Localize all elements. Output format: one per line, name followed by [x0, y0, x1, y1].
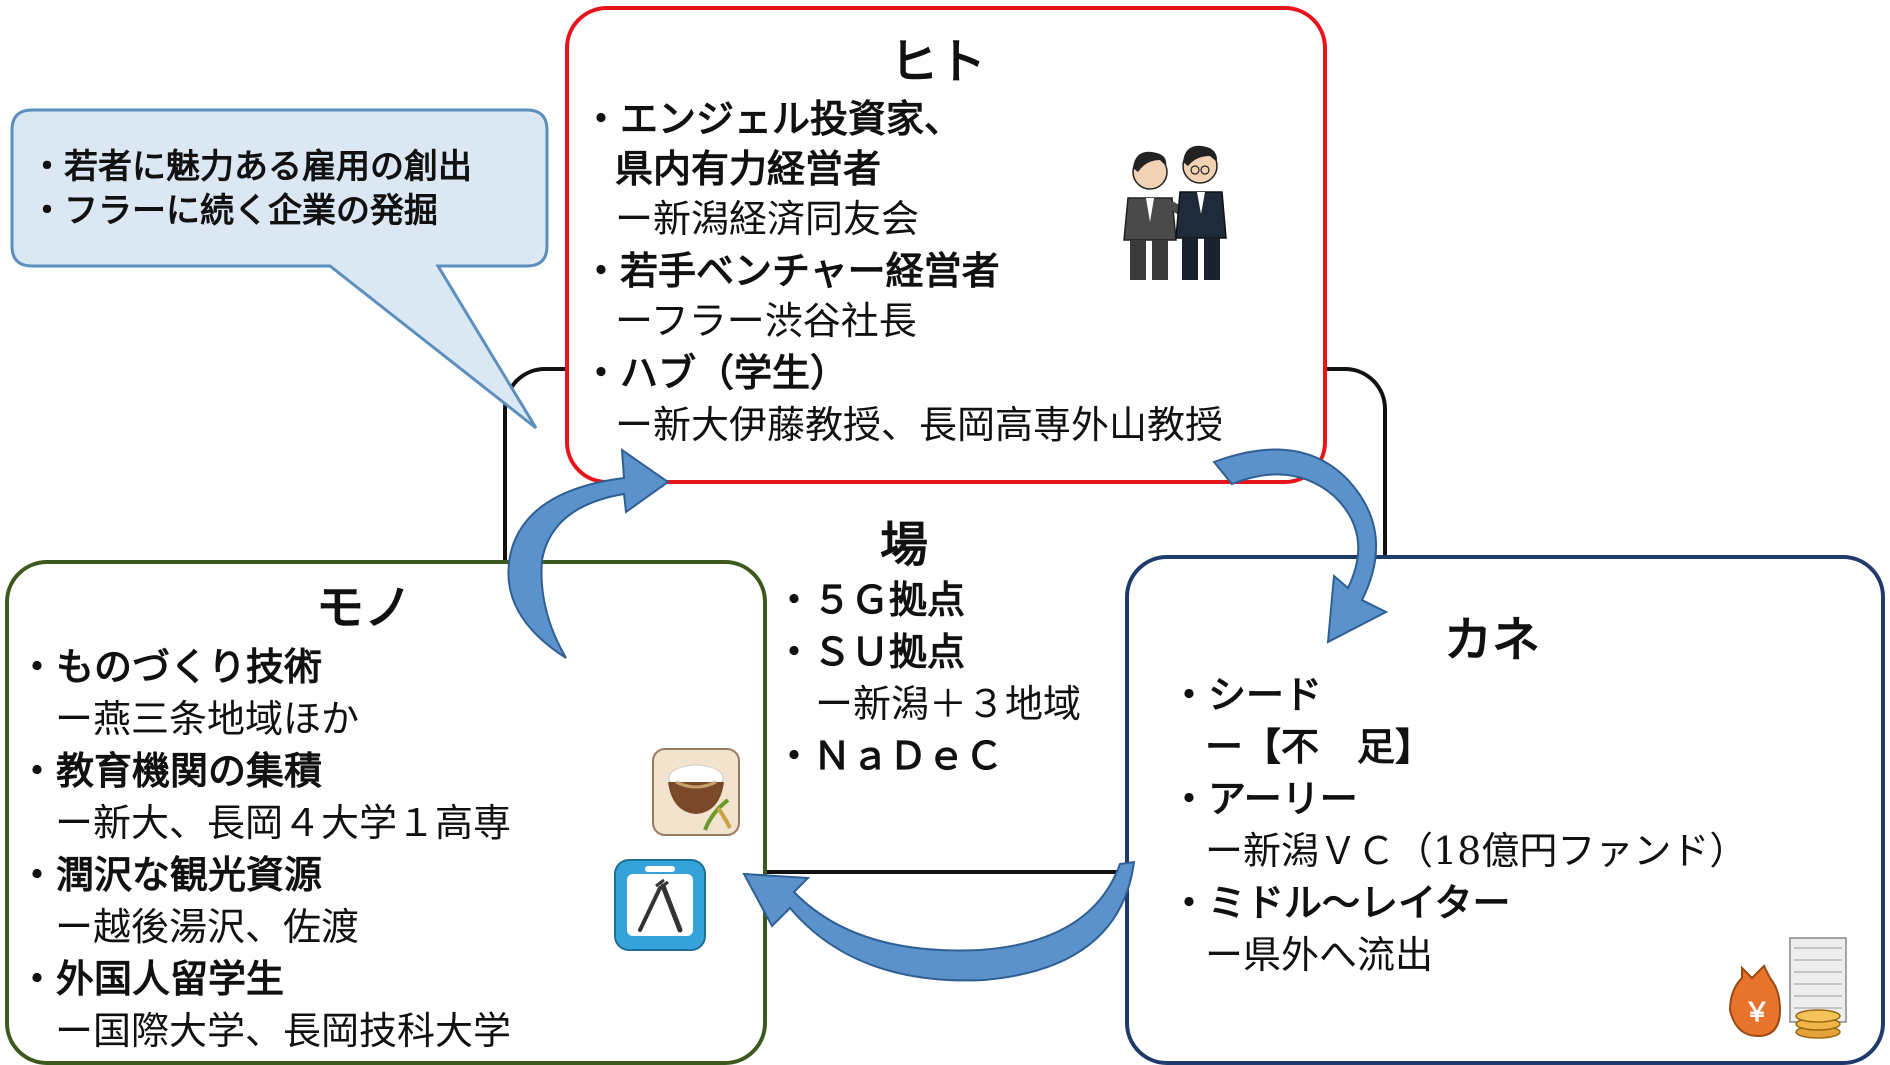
callout-line-2: ・フラーに続く企業の発掘 [30, 191, 438, 231]
kane-line-3: ・アーリー [1170, 777, 1358, 821]
mono-line-2: ー燕三条地域ほか [55, 697, 360, 741]
mono-line-7: ・外国人留学生 [18, 957, 285, 1001]
ba-line-1: ・５Ｇ拠点 [775, 578, 966, 622]
arrow-kane-to-mono [742, 860, 1136, 982]
hito-line-5: ーフラー渋谷社長 [615, 299, 917, 343]
mono-line-1: ・ものづくり技術 [18, 645, 323, 689]
hito-line-4: ・若手ベンチャー経営者 [582, 249, 1000, 293]
kane-line-4: ー新潟ＶＣ（18億円ファンド） [1205, 829, 1748, 873]
kane-line-5: ・ミドル～レイター [1170, 881, 1511, 925]
mono-line-8: ー国際大学、長岡技科大学 [55, 1009, 512, 1053]
arrow-hito-to-kane [1212, 448, 1389, 644]
kane-title: カネ [1444, 612, 1541, 668]
hito-line-3: ー新潟経済同友会 [615, 197, 920, 241]
ba-line-3: ー新潟＋３地域 [815, 682, 1082, 726]
hito-box [565, 6, 1327, 484]
kane-line-1: ・シード [1170, 673, 1323, 717]
kane-line-2: ー【不 足】 [1205, 725, 1434, 769]
callout-line-1: ・若者に魅力ある雇用の創出 [30, 147, 472, 187]
mono-line-6: ー越後湯沢、佐渡 [55, 905, 360, 949]
arrow-mono-to-hito [507, 447, 670, 659]
hito-line-2: 県内有力経営者 [615, 147, 882, 191]
mono-line-5: ・潤沢な観光資源 [18, 853, 323, 897]
ba-line-2: ・ＳＵ拠点 [775, 630, 966, 674]
ba-line-4: ・ＮａＤｅＣ [775, 734, 1004, 778]
yen-sign: ￥ [1744, 998, 1771, 1028]
hito-line-1: ・エンジェル投資家、 [582, 97, 963, 141]
mono-box [5, 560, 767, 1065]
ba-title: 場 [880, 517, 929, 573]
kane-line-6: ー県外へ流出 [1205, 933, 1434, 977]
hito-line-7: ー新大伊藤教授、長岡高専外山教授 [615, 403, 1224, 447]
mono-line-3: ・教育機関の集積 [18, 749, 323, 793]
hito-title: ヒト [890, 34, 987, 90]
mono-line-4: ー新大、長岡４大学１高専 [55, 801, 512, 845]
hito-line-6: ・ハブ（学生） [582, 351, 849, 395]
mono-title: モノ [316, 580, 413, 636]
